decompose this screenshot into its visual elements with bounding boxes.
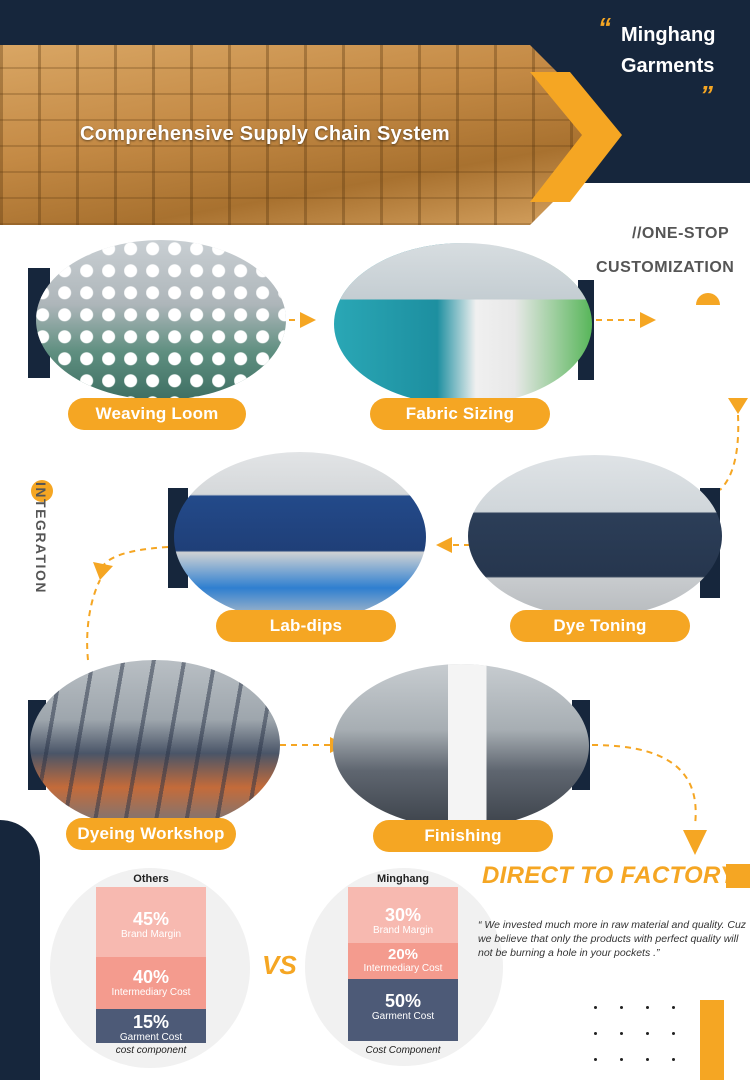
step-finishing: Finishing	[373, 820, 553, 852]
brand-name: Minghang Garments	[621, 20, 750, 82]
page-title: Comprehensive Supply Chain System	[80, 123, 450, 145]
segment-label: Intermediary Cost	[111, 987, 191, 998]
quality-quote: “ We invested much more in raw material …	[478, 919, 747, 959]
dot-grid-icon	[594, 1006, 694, 1066]
dye-toning-photo	[468, 455, 722, 617]
brand-line-2: Garments	[621, 55, 715, 77]
dyeing-workshop-photo	[30, 660, 280, 830]
others-brand-margin: 45% Brand Margin	[96, 887, 206, 957]
connector-6	[86, 579, 101, 661]
lab-dips-photo	[174, 452, 426, 622]
segment-pct: 30%	[384, 905, 422, 925]
arrow-right-icon	[640, 312, 656, 328]
minghang-intermediary-cost: 20% Intermediary Cost	[348, 943, 458, 979]
segment-label: Garment Cost	[119, 1032, 183, 1043]
brand-line-1: Minghang	[621, 24, 716, 46]
segment-label: Brand Margin	[372, 925, 434, 936]
direct-to-factory-title: DIRECT TO FACTORY	[482, 862, 737, 889]
others-caption: cost component	[115, 1045, 187, 1056]
connector-3	[719, 414, 740, 491]
minghang-brand-margin: 30% Brand Margin	[348, 887, 458, 943]
others-garment-cost: 15% Garment Cost	[96, 1009, 206, 1043]
half-dot-icon	[696, 293, 720, 305]
segment-pct: 40%	[132, 967, 170, 987]
customization-tag: CUSTOMIZATION	[596, 259, 735, 276]
step-fabric-sizing: Fabric Sizing	[370, 398, 550, 430]
minghang-garment-cost: 50% Garment Cost	[348, 979, 458, 1041]
chevron-arrow-icon	[530, 72, 622, 202]
arrow-left-icon	[436, 537, 452, 553]
dot-icon	[31, 480, 53, 502]
step-lab-dips: Lab-dips	[216, 610, 396, 642]
others-intermediary-cost: 40% Intermediary Cost	[96, 957, 206, 1009]
arrow-right-icon	[300, 312, 316, 328]
connector-8	[591, 744, 697, 826]
arrow-down-icon	[728, 398, 748, 414]
connector-5	[99, 546, 169, 576]
others-cost-stack: 45% Brand Margin 40% Intermediary Cost 1…	[96, 887, 206, 1043]
hero-banner: Comprehensive Supply Chain System	[0, 45, 620, 225]
segment-label: Intermediary Cost	[363, 963, 443, 974]
segment-label: Brand Margin	[120, 929, 182, 940]
minghang-title: Minghang	[377, 873, 429, 885]
step-weaving-loom: Weaving Loom	[68, 398, 246, 430]
quote-close-icon: ”	[700, 80, 713, 110]
segment-pct: 45%	[132, 909, 170, 929]
one-stop-tag: //ONE-STOP	[632, 225, 730, 242]
fabric-sizing-photo	[334, 243, 592, 405]
weaving-loom-photo	[36, 240, 286, 400]
segment-pct: 15%	[132, 1012, 170, 1032]
step-dyeing-workshop: Dyeing Workshop	[66, 818, 236, 850]
decorative-curve	[0, 820, 40, 1080]
minghang-cost-stack: 30% Brand Margin 20% Intermediary Cost 5…	[348, 887, 458, 1041]
arrow-down-icon	[683, 830, 707, 855]
finishing-photo	[333, 664, 589, 828]
accent-bar	[700, 1000, 724, 1080]
segment-pct: 20%	[387, 946, 419, 963]
accent-square	[726, 864, 750, 888]
arrow-down-icon	[93, 562, 113, 580]
step-dye-toning: Dye Toning	[510, 610, 690, 642]
others-title: Others	[133, 873, 169, 885]
minghang-caption: Cost Component	[365, 1045, 441, 1056]
segment-pct: 50%	[384, 991, 422, 1011]
segment-label: Garment Cost	[371, 1011, 435, 1022]
factory-photo	[0, 45, 620, 225]
quote-open-icon: “	[598, 12, 611, 42]
vs-label: VS	[262, 950, 297, 980]
